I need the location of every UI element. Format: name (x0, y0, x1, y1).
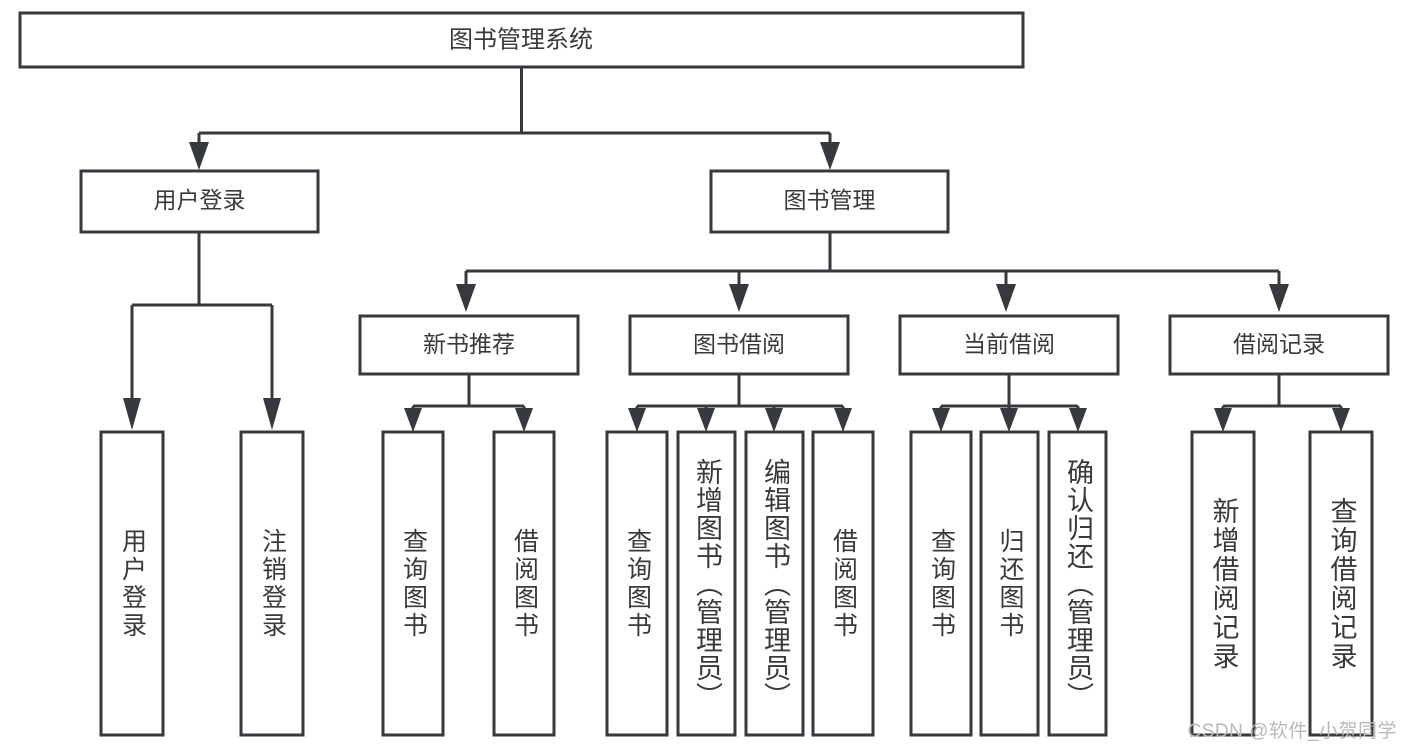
node-borrow-record-box[interactable] (1168, 314, 1390, 376)
leaf-return-book-box[interactable] (979, 430, 1040, 737)
node-user-login-box[interactable] (79, 169, 320, 234)
connector-group-borrow-record-to-leaves (1214, 374, 1350, 432)
node-book-borrow-box[interactable] (628, 314, 850, 376)
leaf-query-book-2-box[interactable] (605, 430, 669, 737)
arrow-head-leaf-add-borrow-record (1214, 408, 1232, 432)
node-root-system-box[interactable] (18, 11, 1025, 69)
leaf-add-borrow-record-box[interactable] (1190, 430, 1256, 737)
leaf-user-logout-box[interactable] (239, 430, 305, 737)
arrow-head-book-borrow (729, 284, 749, 312)
node-book-management[interactable]: 图书管理 (709, 169, 950, 234)
arrow-head-leaf-query-borrow-record (1332, 408, 1350, 432)
arrow-head-leaf-add-book-admin (697, 408, 715, 432)
arrow-head-leaf-query-book-3 (932, 408, 950, 432)
connector-group-book-management-to-level3 (456, 232, 1289, 312)
arrow-head-book-management (820, 142, 840, 170)
leaf-edit-book-admin-box[interactable] (744, 430, 805, 737)
node-new-book-recommend-box[interactable] (358, 314, 580, 376)
arrow-head-leaf-user-login (123, 398, 141, 430)
arrow-head-borrow-record (1269, 284, 1289, 312)
csdn-watermark: CSDN @软件_小贺同学 (1187, 721, 1397, 742)
node-borrow-record-label: 借阅记录 (1233, 331, 1325, 357)
node-current-borrow-box[interactable] (898, 314, 1120, 376)
arrow-head-leaf-return-book (1000, 408, 1018, 432)
node-new-book-recommend[interactable]: 新书推荐 (358, 314, 580, 376)
leaf-confirm-return-admin-box[interactable] (1047, 430, 1108, 737)
leaf-borrow-book-1-box[interactable] (492, 430, 556, 737)
node-root-system[interactable]: 图书管理系统 (18, 11, 1025, 69)
leaf-box-group (99, 430, 1374, 737)
node-book-management-box[interactable] (709, 169, 950, 234)
arrow-head-leaf-user-logout (263, 398, 281, 430)
leaf-query-borrow-record-box[interactable] (1308, 430, 1374, 737)
connector-group-user-login-to-leaves (123, 232, 281, 430)
node-borrow-record[interactable]: 借阅记录 (1168, 314, 1390, 376)
connector-group-new-book-recommend-to-leaves (404, 374, 533, 432)
arrow-head-leaf-borrow-book-2 (834, 408, 852, 432)
leaf-add-book-admin-box[interactable] (676, 430, 737, 737)
leaf-user-login-box[interactable] (99, 430, 165, 737)
connector-group-book-borrow-to-leaves (628, 374, 852, 432)
arrow-head-new-book-recommend (456, 284, 476, 312)
arrow-head-leaf-query-book-2 (628, 408, 646, 432)
node-current-borrow[interactable]: 当前借阅 (898, 314, 1120, 376)
node-user-login-label: 用户登录 (154, 187, 246, 213)
node-root-system-label: 图书管理系统 (449, 26, 593, 53)
leaf-query-book-3-box[interactable] (909, 430, 973, 737)
arrow-head-leaf-borrow-book-1 (515, 408, 533, 432)
connector-group-current-borrow-to-leaves (932, 374, 1087, 432)
node-new-book-recommend-label: 新书推荐 (423, 331, 515, 357)
leaf-query-book-1-box[interactable] (381, 430, 445, 737)
node-book-borrow-label: 图书借阅 (693, 331, 785, 357)
node-user-login[interactable]: 用户登录 (79, 169, 320, 234)
arrow-head-current-borrow (996, 284, 1016, 312)
node-book-management-label: 图书管理 (784, 187, 876, 213)
arrow-head-leaf-query-book-1 (404, 408, 422, 432)
arrow-head-leaf-edit-book-admin (765, 408, 783, 432)
arrow-head-user-login (189, 142, 209, 170)
node-current-borrow-label: 当前借阅 (963, 331, 1055, 357)
leaf-borrow-book-2-box[interactable] (811, 430, 875, 737)
arrow-head-leaf-confirm-return-admin (1069, 408, 1087, 432)
node-book-borrow[interactable]: 图书借阅 (628, 314, 850, 376)
connector-group-root-to-level2 (189, 67, 840, 170)
